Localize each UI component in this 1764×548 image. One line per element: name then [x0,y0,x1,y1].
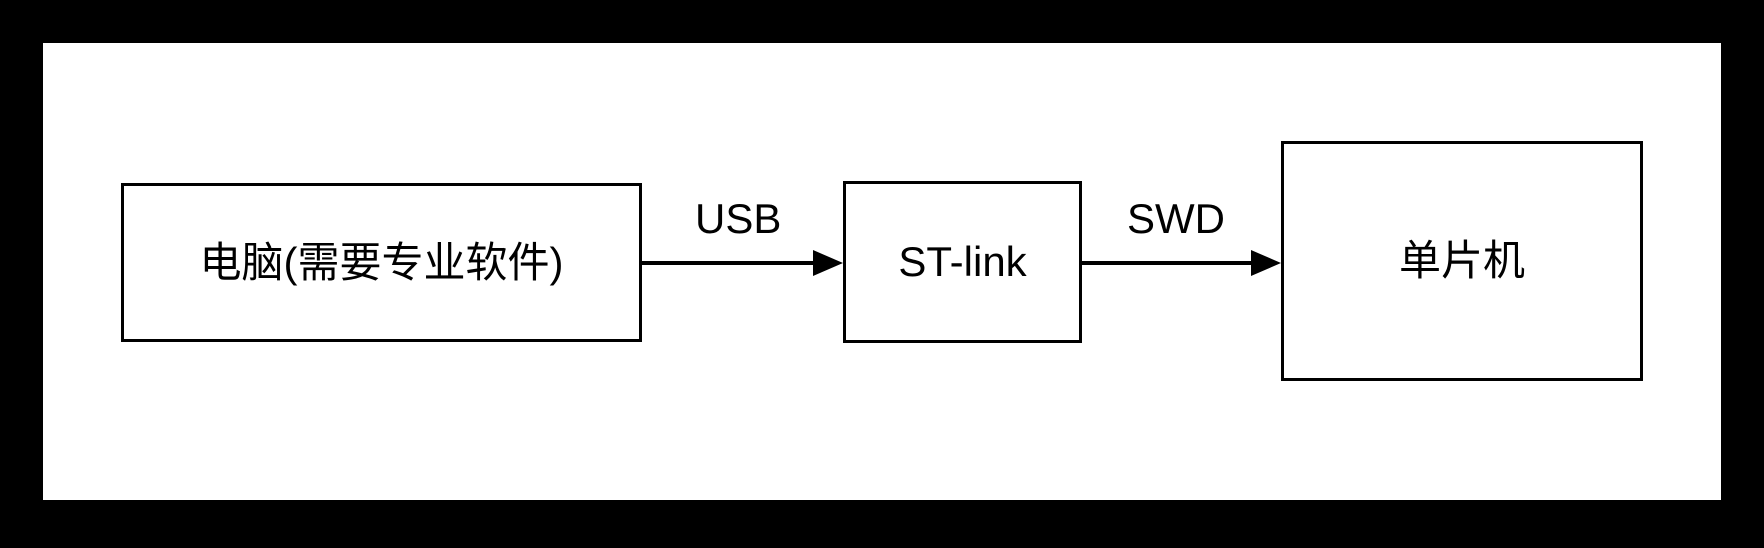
arrow-right-icon [1251,250,1281,276]
node-stlink[interactable]: ST-link [843,181,1082,343]
node-stlink-label: ST-link [898,238,1027,285]
edge-swd-label: SWD [1127,195,1225,242]
edge-swd-line [1082,261,1252,265]
node-mcu-label: 单片机 [1398,237,1525,284]
arrow-right-icon [813,250,843,276]
edge-usb-label: USB [695,195,782,242]
node-computer-label: 电脑(需要专业软件) [199,238,564,286]
node-computer[interactable]: 电脑(需要专业软件) [121,183,642,342]
edge-usb-line [642,261,814,265]
node-mcu[interactable]: 单片机 [1281,141,1643,381]
diagram-canvas: 电脑(需要专业软件) ST-link 单片机 USB SWD [43,43,1721,500]
